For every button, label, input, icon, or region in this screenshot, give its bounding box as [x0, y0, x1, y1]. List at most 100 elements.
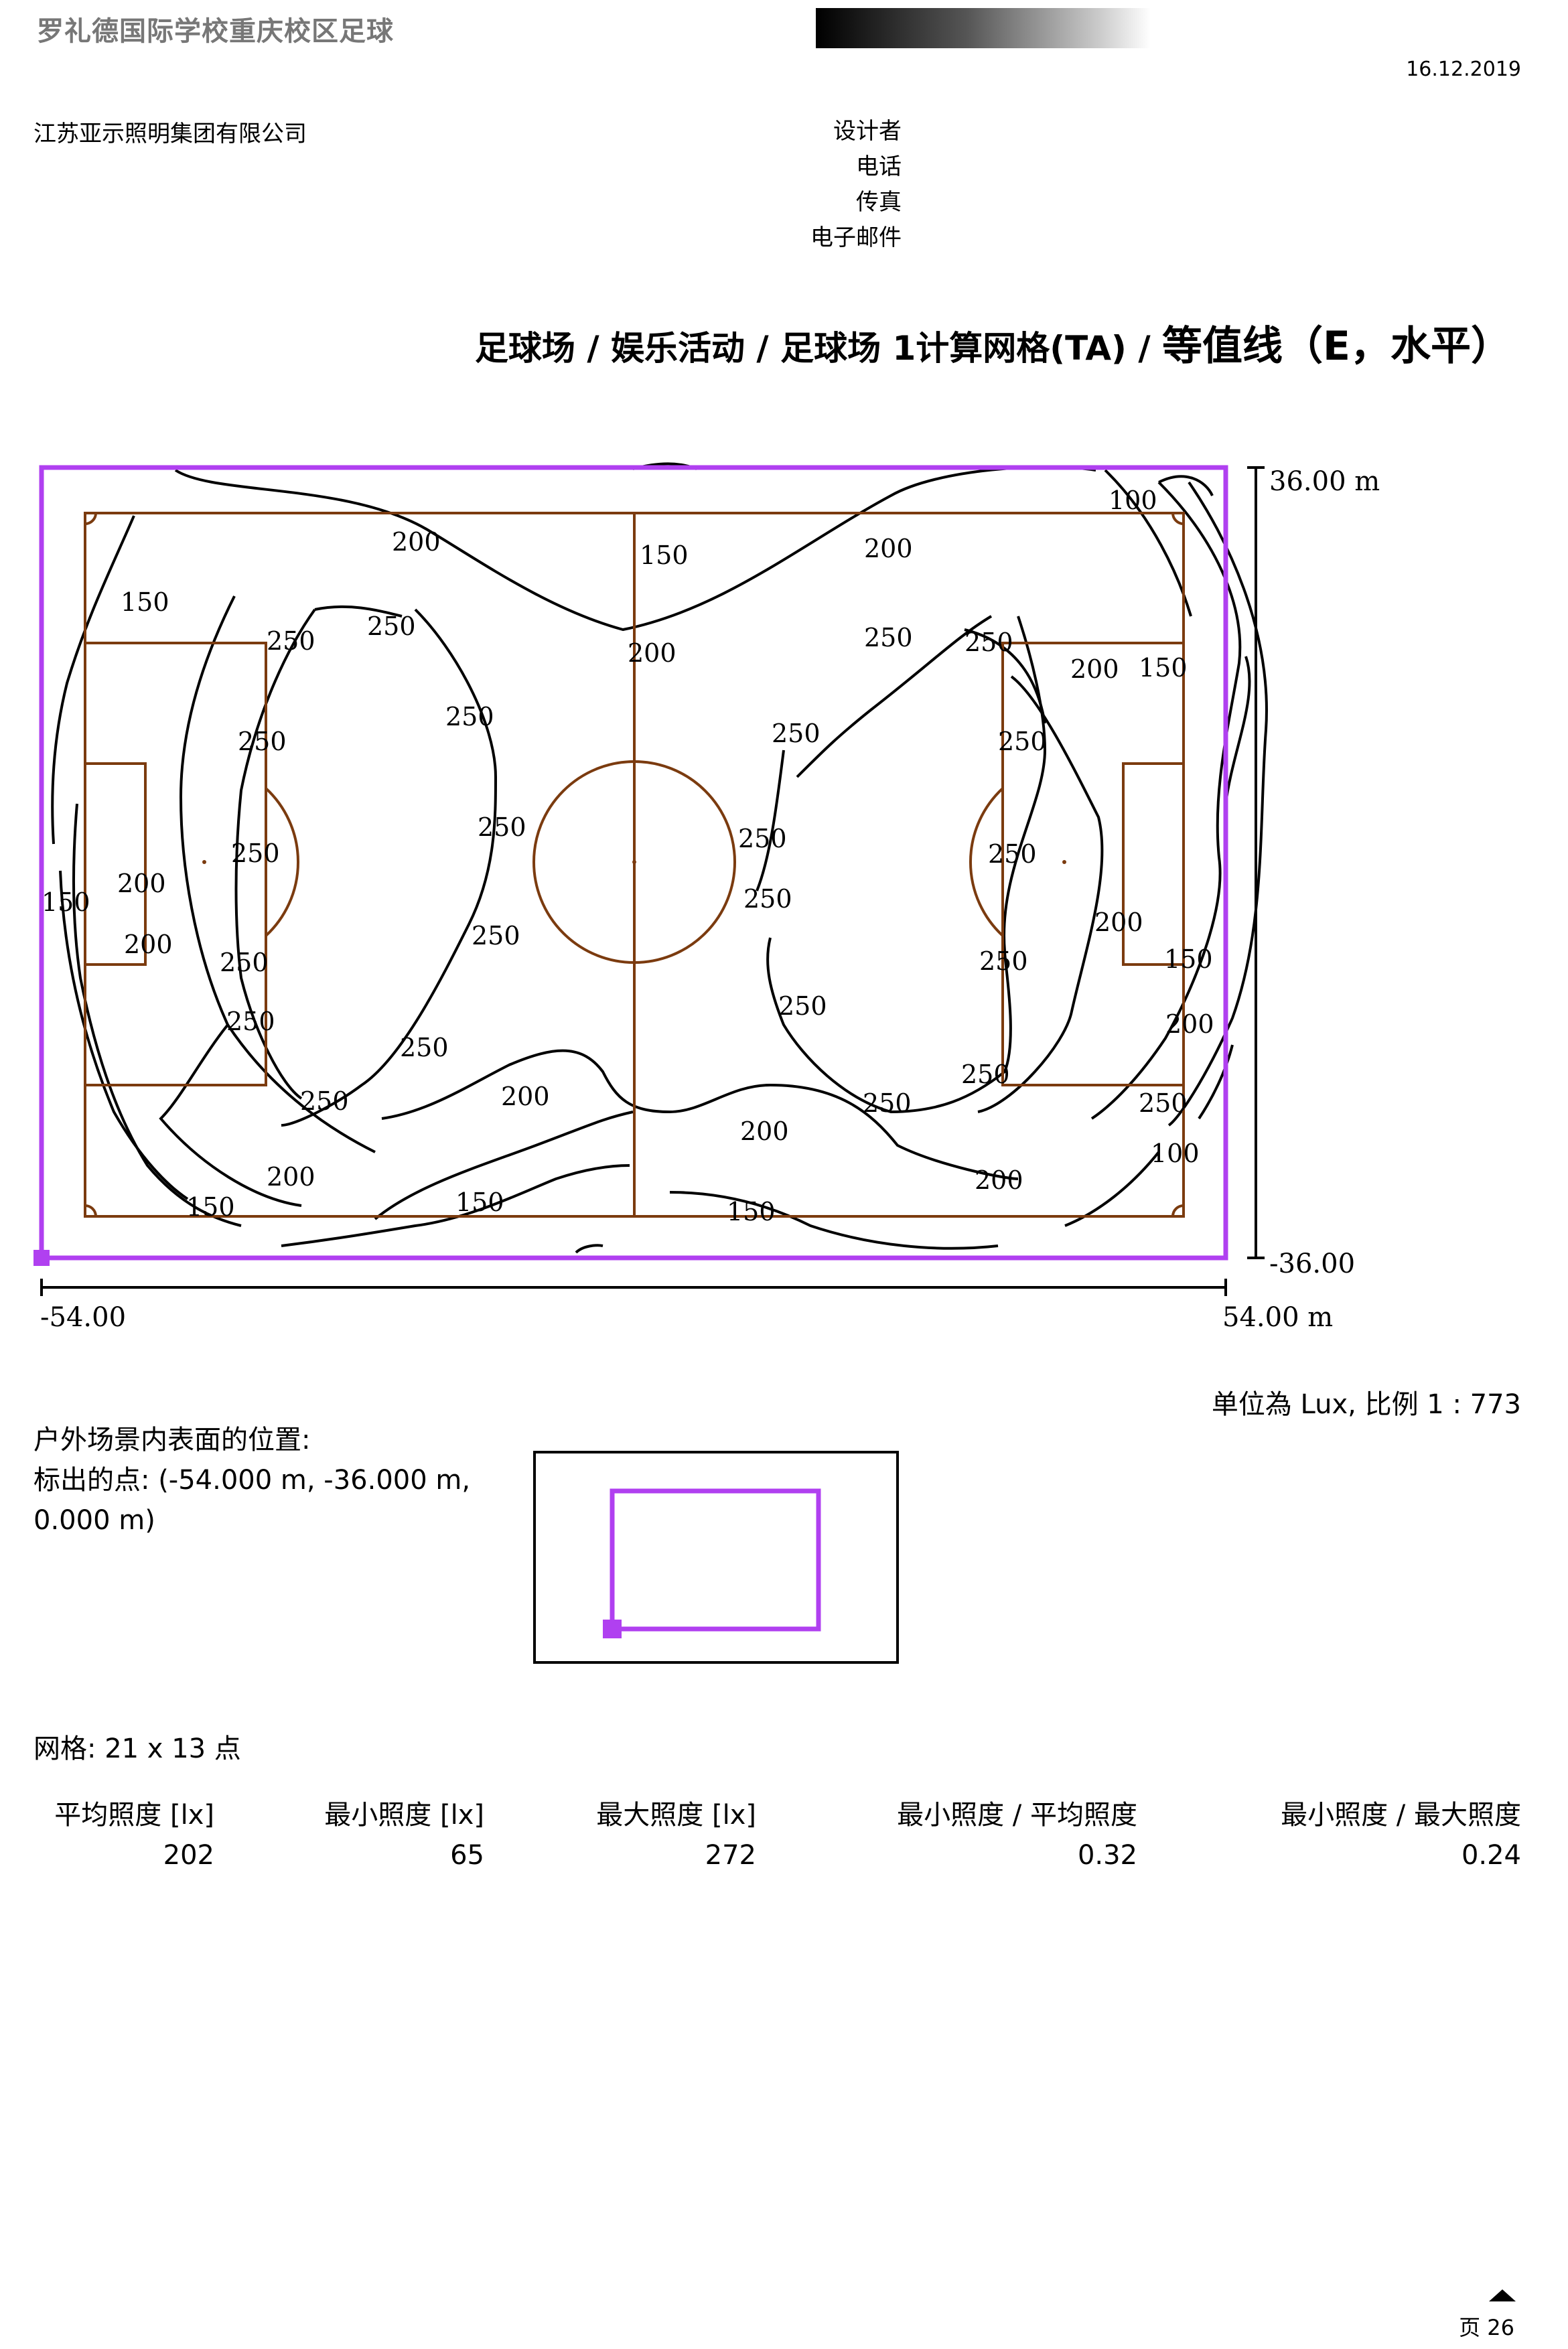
- stat-minimum: 最小照度 [lx] 65: [324, 1795, 484, 1875]
- contact-email-label: 电子邮件: [810, 224, 902, 251]
- contour-label: 250: [226, 1007, 275, 1036]
- goal-area-right: [1122, 762, 1185, 966]
- contour-label: 200: [740, 1117, 789, 1146]
- contour-label: 150: [1164, 944, 1213, 974]
- contour-label: 150: [1139, 653, 1188, 683]
- contour-label: 150: [727, 1197, 776, 1226]
- position-label: 户外场景内表面的位置:: [33, 1425, 311, 1455]
- contact-phone-label: 电话: [856, 153, 902, 180]
- marked-point-line1: 标出的点: (-54.000 m, -36.000 m,: [33, 1465, 471, 1496]
- corner-arc-tr: [1171, 512, 1184, 525]
- contour-250-center-right-top: [756, 750, 785, 892]
- contour-label: 200: [864, 534, 913, 563]
- stat-label: 最小照度 [lx]: [324, 1800, 484, 1831]
- calc-surface-boundary: [39, 465, 1228, 1261]
- contour-150-bottom-right: [669, 1191, 999, 1250]
- contour-label: 250: [961, 1060, 1010, 1089]
- contact-designer-label: 设计者: [833, 118, 902, 145]
- contour-250-left-loop: [281, 608, 498, 1127]
- marked-point-line2: 0.000 m): [33, 1505, 155, 1536]
- contour-150-top: [174, 466, 1096, 632]
- contour-label: 250: [979, 946, 1028, 976]
- contour-label: 250: [772, 719, 821, 748]
- contour-150-bottom-left: [281, 1164, 630, 1247]
- contour-label: 250: [231, 839, 280, 868]
- contour-label-group: 100 150 200 150 200 250 250 200 250 250 …: [42, 486, 1214, 1226]
- contour-150-left-outer: [59, 870, 189, 1200]
- contour-label: 250: [478, 812, 526, 842]
- contour-label: 250: [300, 1086, 349, 1116]
- contour-200-right: [977, 675, 1104, 1113]
- contact-labels: 设计者 电话 传真 电子邮件: [810, 114, 902, 256]
- overview-map: [533, 1451, 899, 1664]
- penalty-arc-right: [969, 787, 1004, 937]
- corner-arc-tl: [84, 512, 97, 525]
- center-circle: [532, 760, 736, 964]
- contour-label: 150: [42, 887, 90, 917]
- contour-label: 250: [738, 824, 787, 853]
- contour-label: 250: [965, 628, 1013, 657]
- contour-label: 100: [1109, 486, 1157, 515]
- contour-250-right-bottom: [766, 937, 1012, 1114]
- contour-150-left: [72, 803, 242, 1227]
- isoline-plot: 100 150 200 150 200 250 250 200 250 250 …: [33, 462, 1380, 1333]
- contact-fax-label: 传真: [856, 189, 902, 216]
- stat-value: 65: [450, 1840, 484, 1871]
- contour-label: 250: [743, 884, 792, 914]
- contour-250-right-inner: [796, 615, 993, 778]
- contour-label: 200: [117, 869, 166, 898]
- contour-label: 250: [998, 727, 1047, 756]
- contour-label: 200: [628, 638, 676, 668]
- contour-200-left-bottom: [159, 1023, 302, 1207]
- center-spot: [632, 860, 636, 864]
- page-title-path: 足球场 / 娱乐活动 / 足球场 1计算网格(TA) /: [474, 329, 1162, 368]
- contour-200-bottom-left: [374, 1111, 634, 1220]
- stat-value: 0.32: [1077, 1840, 1137, 1871]
- penalty-spot-left: [202, 860, 206, 864]
- reference-point-marker: [33, 1250, 50, 1266]
- position-info: 户外场景内表面的位置: 标出的点: (-54.000 m, -36.000 m,…: [33, 1420, 502, 1541]
- stat-value: 272: [705, 1840, 756, 1871]
- page-title: 足球场 / 娱乐活动 / 足球场 1计算网格(TA) / 等值线（E，水平）: [475, 313, 1511, 372]
- company-name: 江苏亚示照明集团有限公司: [33, 121, 307, 147]
- contour-100-bottom-right: [1064, 1151, 1160, 1227]
- contour-label: 250: [864, 623, 913, 652]
- contour-250-left-top: [314, 605, 403, 618]
- goal-area-left: [84, 762, 147, 966]
- stat-value: 202: [163, 1840, 214, 1871]
- football-field: [84, 512, 1185, 1218]
- contour-label: 200: [1165, 1009, 1214, 1039]
- stat-label: 平均照度 [lx]: [54, 1800, 214, 1831]
- x-min-label: -54.00: [40, 1302, 126, 1333]
- page-up-arrow-icon[interactable]: [1489, 2289, 1516, 2301]
- project-title: 罗礼德国际学校重庆校区足球: [37, 16, 394, 47]
- contour-150-left-top: [51, 515, 135, 845]
- contour-250-right-loop: [1003, 616, 1047, 952]
- stat-min-max-ratio: 最小照度 / 最大照度 0.24: [1281, 1795, 1521, 1875]
- stat-min-avg-ratio: 最小照度 / 平均照度 0.32: [897, 1795, 1137, 1875]
- contour-label: 250: [267, 626, 315, 656]
- contour-label: 200: [501, 1082, 550, 1111]
- contour-label: 250: [1139, 1088, 1188, 1118]
- contour-label: 150: [455, 1188, 504, 1217]
- contour-label: 200: [392, 527, 441, 557]
- stat-label: 最大照度 [lx]: [596, 1800, 756, 1831]
- contour-150-right-tip: [1158, 475, 1214, 496]
- grid-info: 网格: 21 x 13 点: [33, 1733, 241, 1764]
- corner-arc-br: [1171, 1204, 1184, 1217]
- penalty-arc-left: [265, 787, 299, 937]
- stat-average: 平均照度 [lx] 202: [54, 1795, 214, 1875]
- x-max-label: 54.00 m: [1222, 1302, 1333, 1333]
- contour-label: 150: [186, 1192, 235, 1222]
- overview-surface-outline: [610, 1488, 821, 1632]
- contour-label: 250: [988, 839, 1037, 869]
- contour-label: 150: [121, 587, 169, 617]
- stat-label: 最小照度 / 平均照度: [897, 1800, 1137, 1831]
- stat-label: 最小照度 / 最大照度: [1281, 1800, 1521, 1831]
- stat-value: 0.24: [1461, 1840, 1521, 1871]
- penalty-spot-right: [1062, 860, 1066, 864]
- contour-150-right-outer: [1167, 481, 1268, 1127]
- report-date: 16.12.2019: [1406, 58, 1521, 81]
- contour-label: 200: [1094, 908, 1143, 937]
- contour-label: 250: [472, 921, 520, 950]
